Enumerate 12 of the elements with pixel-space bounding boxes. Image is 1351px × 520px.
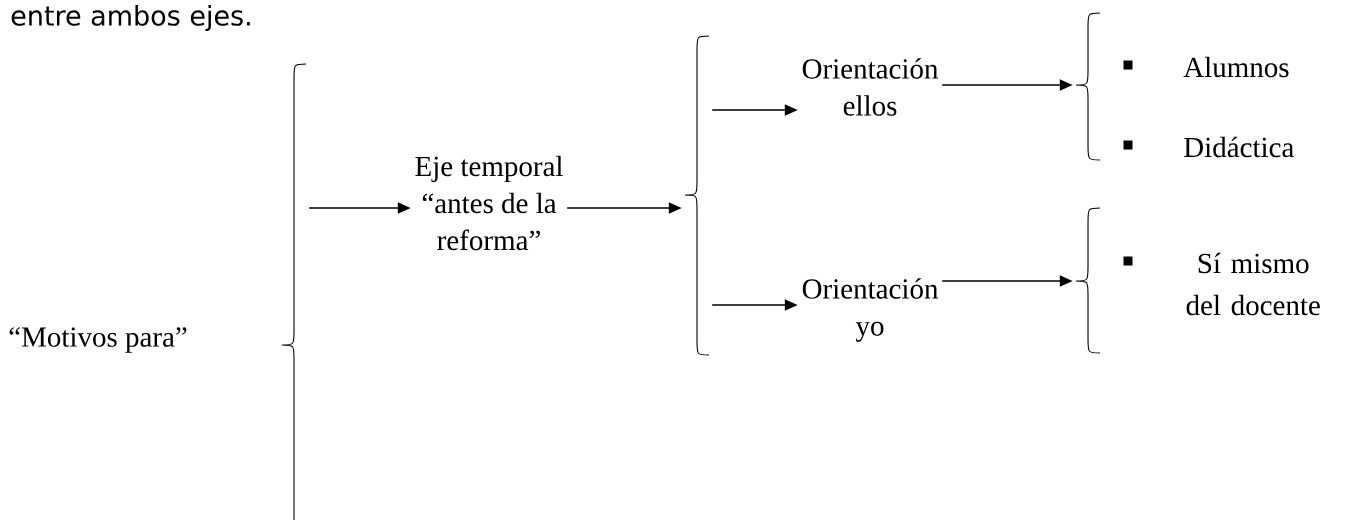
label-text: Sí mismo del docente	[1186, 252, 1320, 316]
label-text: Didáctica	[1184, 136, 1294, 158]
brace	[1075, 207, 1101, 354]
brace	[1075, 12, 1101, 161]
label-text: “Motivos para”	[9, 327, 187, 353]
brace	[281, 63, 307, 520]
label-text: entre ambos ejes.	[11, 4, 250, 32]
node-text: Eje temporal “antes de la reforma”	[415, 155, 563, 251]
node-text: Orientación yo	[802, 278, 939, 342]
brace	[684, 35, 710, 356]
label-text: Alumnos	[1183, 56, 1289, 78]
node-text: Orientación ellos	[802, 58, 939, 116]
